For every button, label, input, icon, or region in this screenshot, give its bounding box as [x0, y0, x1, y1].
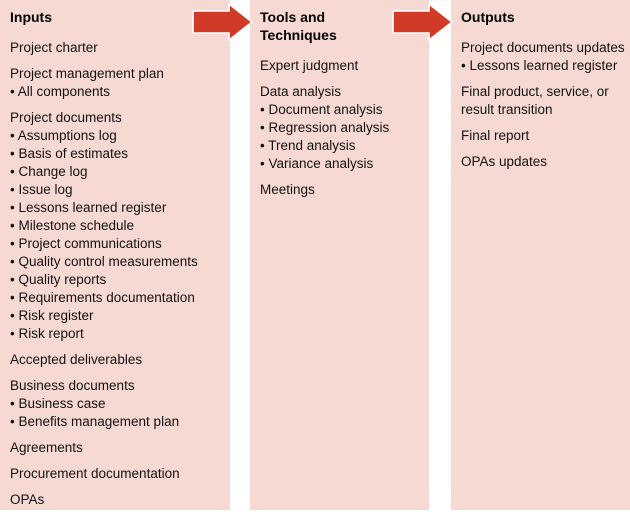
item-group: Project documents updates • Lessons learn… — [461, 39, 626, 75]
list-item: Data analysis — [260, 84, 342, 99]
list-item: Expert judgment — [260, 58, 359, 73]
item-group: Project documents • Assumptions log • Basi… — [10, 109, 226, 343]
right-arrow-icon-inputs-to-tools — [192, 3, 254, 41]
list-subitem: • All components — [10, 84, 111, 99]
inputs-column-header: Inputs — [10, 9, 52, 25]
list-subitem: • Risk report — [10, 326, 84, 341]
list-item: Procurement documentation — [10, 466, 180, 481]
list-subitem: • Benefits management plan — [10, 414, 180, 429]
right-arrow-icon-tools-to-outputs — [392, 3, 454, 41]
list-subitem: • Milestone schedule — [10, 218, 135, 233]
list-item: Project management plan — [10, 66, 164, 81]
item-group: Agreements — [10, 439, 226, 457]
list-item: Agreements — [10, 440, 83, 455]
list-subitem: • Assumptions log — [10, 128, 117, 143]
item-group: Accepted deliverables — [10, 351, 226, 369]
list-item: Project charter — [10, 40, 98, 55]
list-subitem: • Variance analysis — [260, 156, 374, 171]
list-item: Accepted deliverables — [10, 352, 143, 367]
item-group: OPAs updates — [461, 153, 626, 171]
item-group: Final report — [461, 127, 626, 145]
list-item: OPAs updates — [461, 154, 548, 169]
list-item: Project documents updates — [461, 40, 625, 55]
item-group: Business documents • Business case • Benef… — [10, 377, 226, 431]
list-subitem: • Regression analysis — [260, 120, 390, 135]
list-subitem: • Lessons learned register — [461, 58, 618, 73]
list-item: Meetings — [260, 182, 315, 197]
list-subitem: • Basis of estimates — [10, 146, 129, 161]
list-subitem: • Quality control measurements — [10, 254, 198, 269]
list-subitem: • Lessons learned register — [10, 200, 167, 215]
list-subitem: • Change log — [10, 164, 88, 179]
list-subitem: • Document analysis — [260, 102, 383, 117]
list-item: Final report — [461, 128, 530, 143]
list-subitem: • Risk register — [10, 308, 94, 323]
tools-and-techniques-column-header: Tools and Techniques — [260, 9, 337, 43]
outputs-column: Outputs Project documents updates • Lesso… — [451, 0, 630, 510]
list-item: OPAs — [10, 492, 45, 507]
item-group: Data analysis • Document analysis • Regres… — [260, 83, 425, 173]
item-group: Procurement documentation — [10, 465, 226, 483]
list-subitem: • Trend analysis — [260, 138, 356, 153]
list-item: Final product, service, or result transi… — [461, 84, 609, 117]
list-subitem: • Issue log — [10, 182, 73, 197]
outputs-item-list: Project documents updates • Lessons learn… — [461, 39, 626, 171]
list-subitem: • Requirements documentation — [10, 290, 195, 305]
list-subitem: • Quality reports — [10, 272, 107, 287]
list-item: Business documents — [10, 378, 135, 393]
list-subitem: • Business case — [10, 396, 106, 411]
list-item: Project documents — [10, 110, 122, 125]
item-group: OPAs — [10, 491, 226, 509]
item-group: Project charter — [10, 39, 226, 57]
item-group: Project management plan • All components — [10, 65, 226, 101]
list-subitem: • Project communications — [10, 236, 162, 251]
item-group: Meetings — [260, 181, 425, 199]
item-group: Final product, service, or result transi… — [461, 83, 626, 119]
outputs-column-header: Outputs — [461, 9, 515, 25]
item-group: Expert judgment — [260, 57, 425, 75]
